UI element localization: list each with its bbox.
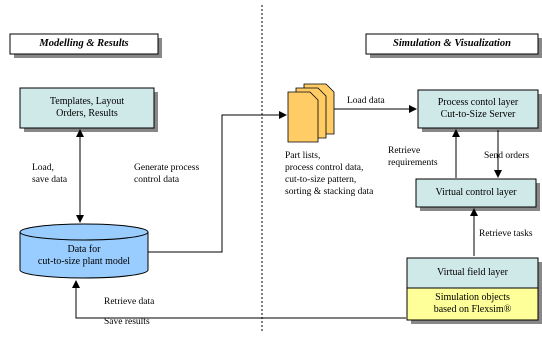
database-text: Data for cut-to-size plant model — [20, 238, 148, 274]
save-results-label: Save results — [104, 317, 150, 327]
virtual-field-box — [406, 257, 539, 289]
arrow-generate-process-data — [148, 111, 287, 253]
part-lists-label: Part lists, process control data, cut-to… — [285, 150, 373, 198]
part-lists-line-1: Part lists, — [285, 151, 321, 161]
virtual-field-text: Virtual field layer — [436, 267, 509, 278]
retrieve-data-label: Retrieve data — [104, 297, 155, 307]
retrieve-requirements-label: Retrieve requirements — [388, 145, 438, 169]
templates-line-2: Orders, Results — [56, 108, 118, 119]
document-stack-icon — [287, 83, 335, 143]
database-cylinder-body — [19, 232, 149, 279]
templates-line-1: Templates, Layout — [49, 96, 125, 107]
virtual-control-box — [415, 178, 537, 208]
process-layer-box — [417, 89, 539, 129]
arrow-retrieve-save — [72, 280, 406, 319]
database-line-1: Data for — [67, 244, 101, 255]
process-layer-text: Process contol layer Cut-to-Size Server — [418, 90, 538, 128]
load-save-line-1: Load, — [32, 163, 54, 173]
process-layer-line-2: Cut-to-Size Server — [440, 109, 516, 120]
part-lists-line-2: process control data, — [285, 163, 364, 173]
load-save-line-2: save data — [32, 175, 68, 185]
simulation-objects-text: Simulation objects based on Flexsim® — [407, 288, 538, 320]
retrieve-req-line-2: requirements — [388, 158, 438, 168]
retrieve-tasks-label: Retrieve tasks — [479, 229, 533, 239]
send-orders-label: Send orders — [484, 151, 530, 161]
simulation-line-2: based on Flexsim® — [433, 304, 512, 315]
templates-box-text: Templates, Layout Orders, Results — [20, 88, 154, 128]
generate-line-2: control data — [134, 175, 180, 185]
virtual-control-text: Virtual control layer — [435, 187, 517, 198]
part-lists-line-3: cut-to-size pattern, — [285, 175, 357, 185]
part-lists-line-4: sorting & stacking data — [285, 187, 374, 197]
database-cylinder-top — [19, 223, 149, 241]
right-section-title: Simulation & Visualization — [393, 38, 511, 49]
left-section-title: Modelling & Results — [39, 38, 129, 49]
generate-label: Generate process control data — [134, 162, 199, 186]
retrieve-req-line-1: Retrieve — [388, 146, 421, 156]
left-header-box — [9, 33, 159, 55]
process-layer-line-1: Process contol layer — [437, 97, 519, 108]
load-data-label: Load data — [347, 96, 385, 106]
load-save-label: Load, save data — [32, 162, 67, 186]
simulation-line-1: Simulation objects — [435, 292, 510, 303]
generate-line-1: Generate process — [134, 163, 200, 173]
right-header-box — [365, 33, 539, 55]
templates-box — [19, 87, 155, 129]
database-line-2: cut-to-size plant model — [37, 256, 131, 267]
simulation-objects-box — [406, 287, 539, 321]
